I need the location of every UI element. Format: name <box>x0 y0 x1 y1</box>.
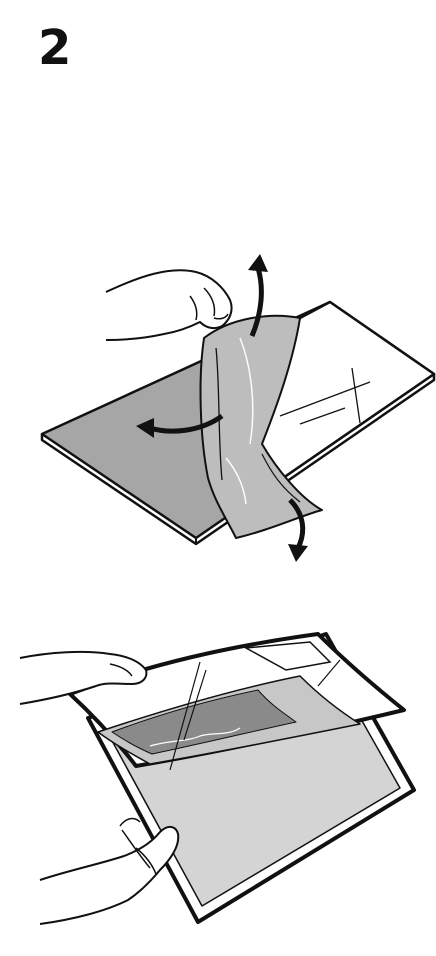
insert-picture-illustration <box>0 620 436 940</box>
hands-inserting-picture-icon <box>0 620 436 940</box>
step-number: 2 <box>38 18 71 78</box>
hand-peeling-film-icon <box>0 248 436 568</box>
peel-film-illustration <box>0 248 436 568</box>
